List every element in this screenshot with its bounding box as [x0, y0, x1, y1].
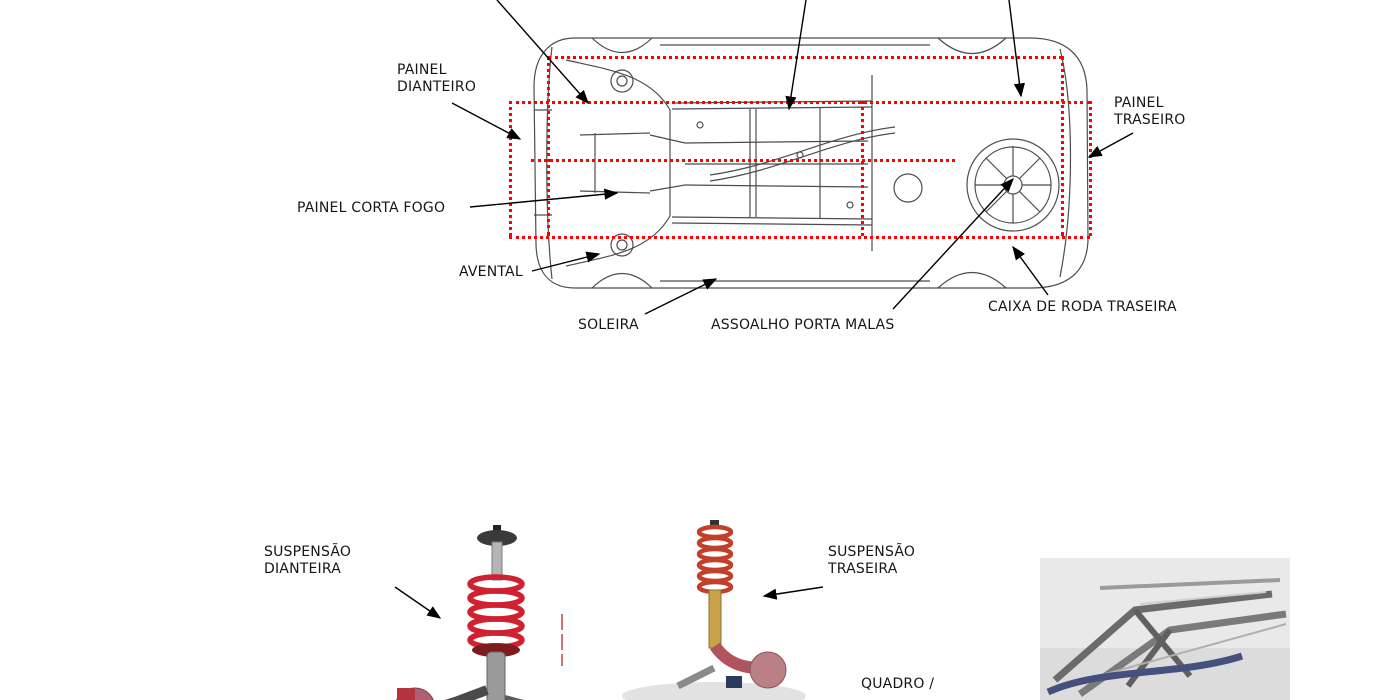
red-watermark-text	[561, 614, 563, 666]
dotted-line	[861, 101, 864, 236]
arrow-top-right	[1008, 0, 1025, 98]
label-suspensao-traseira: SUSPENSÃO TRASEIRA	[828, 544, 916, 577]
dotted-line	[1061, 56, 1064, 236]
label-quadro: QUADRO /	[861, 676, 935, 692]
arrow-top-left	[496, 0, 589, 105]
arrow-top-center	[785, 0, 807, 111]
rear-coil-spring	[696, 524, 734, 595]
label-painel-corta-fogo: PAINEL CORTA FOGO	[297, 200, 446, 216]
photo-rear-suspension	[618, 518, 813, 700]
blue-crossmember-tube	[1046, 652, 1244, 696]
arrow-assoalho-porta-malas	[892, 177, 1014, 310]
label-painel-dianteiro: PAINEL DIANTEIRO	[397, 62, 477, 95]
dotted-line	[1089, 101, 1092, 236]
spare-wheel	[966, 138, 1060, 232]
arrow-soleira	[644, 278, 718, 315]
arrow-caixa-de-roda	[1012, 245, 1049, 296]
front-coil-spring	[467, 574, 525, 650]
label-painel-traseiro: PAINEL TRASEIRO	[1114, 95, 1186, 128]
arrow-avental	[531, 251, 601, 272]
arrow-painel-corta-fogo	[469, 188, 619, 208]
label-soleira: SOLEIRA	[578, 317, 639, 333]
label-assoalho-porta-malas: ASSOALHO PORTA MALAS	[711, 317, 895, 333]
dotted-line	[547, 56, 550, 236]
dotted-line	[509, 236, 1090, 239]
dotted-line	[509, 101, 1090, 104]
label-suspensao-dianteira: SUSPENSÃO DIANTEIRA	[264, 544, 352, 577]
label-avental: AVENTAL	[459, 264, 523, 280]
dotted-line	[531, 159, 955, 162]
label-caixa-de-roda-traseira: CAIXA DE RODA TRASEIRA	[988, 299, 1177, 315]
photo-chassis-frame	[1040, 558, 1290, 700]
dotted-line	[548, 56, 1062, 59]
dotted-line	[509, 101, 512, 236]
arrow-painel-traseiro	[1087, 132, 1134, 158]
body-outline	[533, 37, 1089, 289]
photo-front-suspension	[355, 522, 575, 700]
